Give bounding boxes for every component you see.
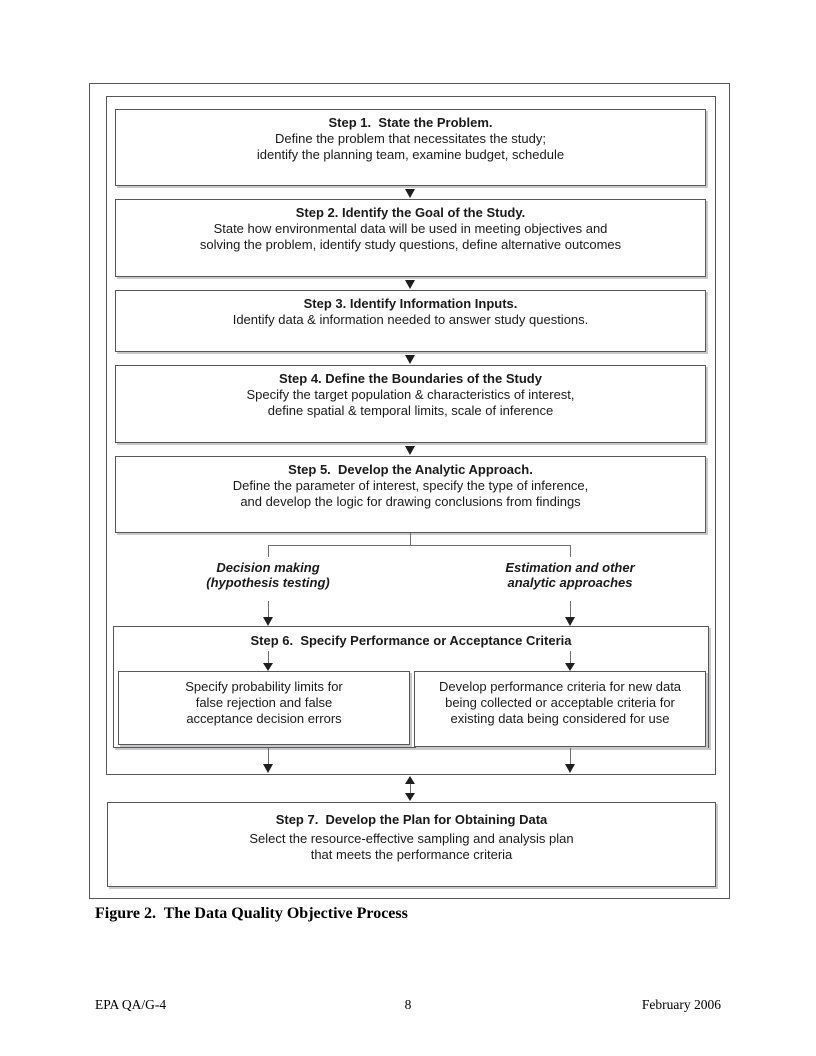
step3-line: Identify data & information needed to an…: [232, 312, 589, 327]
step2-line: State how environmental data will be use…: [213, 221, 608, 236]
arrow-step2-to-step3: [405, 280, 415, 289]
arrow-step3-to-step4: [405, 355, 415, 364]
step5-line: Define the parameter of interest, specif…: [232, 478, 589, 493]
step7-title: Step 7. Develop the Plan for Obtaining D…: [275, 812, 548, 827]
step4-title: Step 4. Define the Boundaries of the Stu…: [279, 371, 542, 386]
branch-left-drop-line: [268, 545, 269, 557]
step2-box: Step 2. Identify the Goal of the Study. …: [115, 199, 706, 277]
subbox-line: Develop performance criteria for new dat…: [438, 679, 682, 694]
step6-title: Step 6. Specify Performance or Acceptanc…: [250, 633, 572, 648]
step6-right-inner-line: [570, 651, 571, 663]
step7-box: Step 7. Develop the Plan for Obtaining D…: [107, 802, 716, 887]
arrow-up-iteration: [405, 776, 415, 784]
branch-right-drop-line: [570, 545, 571, 557]
step6-left-subbox: Specify probability limits for false rej…: [118, 671, 410, 745]
branch-label-decision-making: Decision making (hypothesis testing): [178, 560, 358, 590]
branch-label-line: Decision making: [216, 560, 320, 575]
step6-left-exit-line: [268, 748, 269, 765]
flowchart-inner-frame: [106, 96, 716, 775]
step6-left-inner-line: [268, 651, 269, 663]
step3-box: Step 3. Identify Information Inputs. Ide…: [115, 290, 706, 352]
arrow-right-branch-to-step6: [565, 617, 575, 626]
arrow-to-right-subbox: [565, 663, 575, 671]
arrow-to-left-subbox: [263, 663, 273, 671]
arrow-left-exit: [263, 764, 273, 773]
step5-box: Step 5. Develop the Analytic Approach. D…: [115, 456, 706, 533]
step1-title: Step 1. State the Problem.: [328, 115, 493, 130]
footer-date: February 2006: [641, 997, 721, 1012]
iteration-arrow-shaft: [410, 784, 411, 793]
step7-line: Select the resource-effective sampling a…: [249, 831, 574, 846]
step7-line: that meets the performance criteria: [310, 847, 513, 862]
figure-caption: Figure 2. The Data Quality Objective Pro…: [95, 905, 408, 922]
step6-right-subbox: Develop performance criteria for new dat…: [414, 671, 706, 747]
step4-line: Specify the target population & characte…: [246, 387, 575, 402]
branch-stub-line: [410, 533, 411, 545]
arrow-step4-to-step5: [405, 446, 415, 455]
step4-box: Step 4. Define the Boundaries of the Stu…: [115, 365, 706, 443]
branch-label-line: Estimation and other: [505, 560, 635, 575]
arrow-step1-to-step2: [405, 189, 415, 198]
flowchart-outer-frame: [89, 83, 730, 899]
arrow-right-exit: [565, 764, 575, 773]
step1-line: Define the problem that necessitates the…: [275, 131, 546, 146]
step5-title: Step 5. Develop the Analytic Approach.: [288, 462, 533, 477]
branch-horizontal-line: [268, 545, 571, 546]
subbox-line: Specify probability limits for: [185, 679, 343, 694]
branch-label-line: (hypothesis testing): [206, 575, 330, 590]
step3-title: Step 3. Identify Information Inputs.: [303, 296, 518, 311]
footer-page-number: 8: [404, 997, 412, 1012]
branch-right-line: [570, 601, 571, 618]
arrow-down-iteration: [405, 793, 415, 801]
step1-line: identify the planning team, examine budg…: [256, 147, 565, 162]
branch-left-line: [268, 601, 269, 618]
step6-right-exit-line: [570, 748, 571, 765]
step1-box: Step 1. State the Problem. Define the pr…: [115, 109, 706, 186]
subbox-line: acceptance decision errors: [186, 711, 342, 726]
branch-label-line: analytic approaches: [507, 575, 633, 590]
step2-title: Step 2. Identify the Goal of the Study.: [295, 205, 526, 220]
step4-line: define spatial & temporal limits, scale …: [267, 403, 554, 418]
subbox-line: being collected or acceptable criteria f…: [445, 695, 675, 710]
footer-doc-id: EPA QA/G-4: [95, 997, 167, 1012]
step5-line: and develop the logic for drawing conclu…: [240, 494, 581, 509]
subbox-line: false rejection and false: [195, 695, 333, 710]
arrow-left-branch-to-step6: [263, 617, 273, 626]
subbox-line: existing data being considered for use: [450, 711, 670, 726]
step2-line: solving the problem, identify study ques…: [199, 237, 622, 252]
branch-label-estimation: Estimation and other analytic approaches: [480, 560, 660, 590]
